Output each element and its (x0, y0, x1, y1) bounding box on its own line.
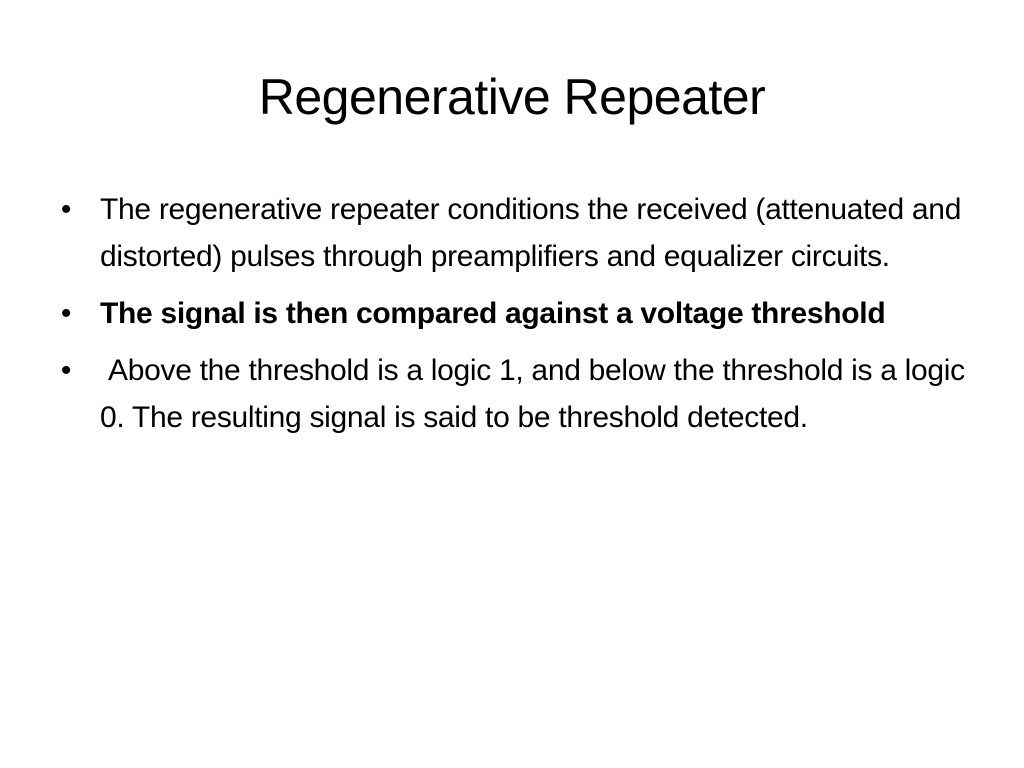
bullet-item-2: • The signal is then compared against a … (56, 290, 976, 337)
bullet-list: • The regenerative repeater conditions t… (56, 186, 976, 451)
bullet-text: Above the threshold is a logic 1, and be… (100, 354, 965, 434)
bullet-marker: • (60, 354, 72, 387)
slide-title: Regenerative Repeater (258, 69, 766, 125)
bullet-text: The regenerative repeater conditions the… (100, 193, 962, 273)
bullet-item-1: • The regenerative repeater conditions t… (56, 186, 976, 280)
bullet-marker: • (60, 297, 72, 330)
bullet-item-3: • Above the threshold is a logic 1, and … (56, 347, 976, 441)
bullet-text: The signal is then compared against a vo… (100, 297, 886, 330)
bullet-marker: • (60, 193, 72, 226)
